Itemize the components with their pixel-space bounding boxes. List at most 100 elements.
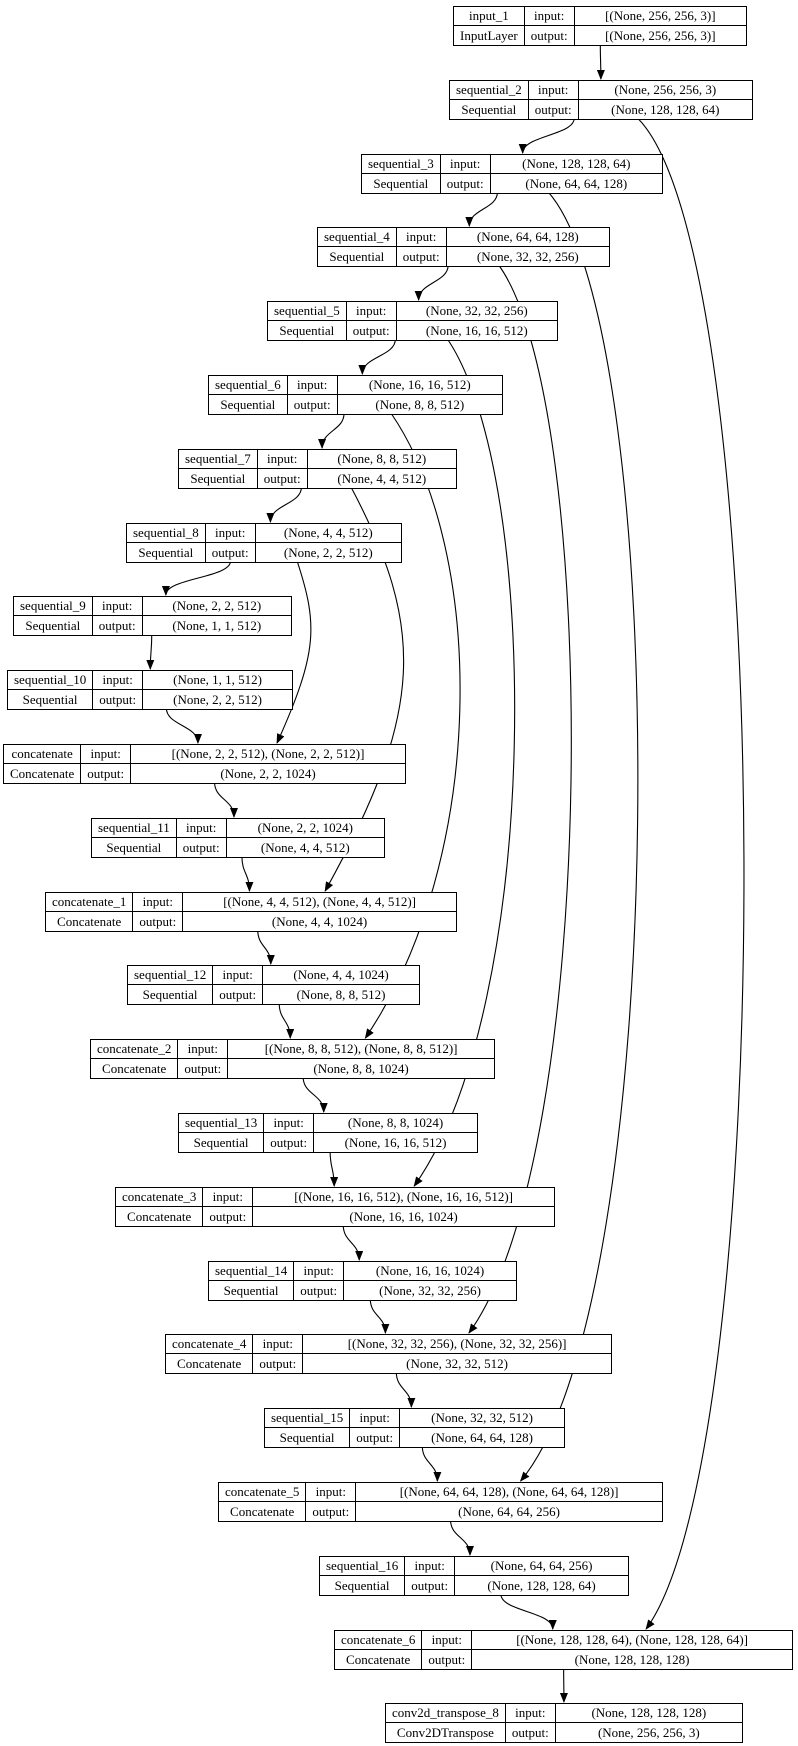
input-label: input: <box>81 745 132 764</box>
output-shape: (None, 128, 128, 128) <box>574 1651 690 1667</box>
input-shape: [(None, 32, 32, 256), (None, 32, 32, 256… <box>303 1335 611 1354</box>
output-label: output: <box>178 1059 229 1078</box>
layer-name: concatenate_5 <box>219 1483 307 1502</box>
layer-name: concatenate_2 <box>91 1040 179 1059</box>
layer-type: Concatenate <box>46 912 134 931</box>
input-label: input: <box>306 1483 357 1502</box>
layer-type: Sequential <box>320 1576 406 1595</box>
output-shape: (None, 2, 2, 512) <box>173 691 262 707</box>
output-shape: (None, 4, 4, 512) <box>260 839 350 855</box>
layer-node-conv2d_transpose_8: conv2d_transpose_8 input: (None, 128, 12… <box>385 1703 743 1743</box>
input-shape: (None, 256, 256, 3) <box>578 81 752 100</box>
output-label: output: <box>203 1207 254 1226</box>
output-shape: (None, 2, 2, 1024) <box>220 765 316 781</box>
layer-type: Sequential <box>362 174 441 193</box>
layer-node-sequential_6: sequential_6 input: (None, 16, 16, 512) … <box>208 375 503 415</box>
layer-node-sequential_7: sequential_7 input: (None, 8, 8, 512) Se… <box>178 449 457 489</box>
output-label: output: <box>213 985 264 1004</box>
layer-name: sequential_8 <box>127 524 206 543</box>
edge-concatenate_4-to-sequential_15 <box>395 1371 416 1408</box>
layer-node-sequential_9: sequential_9 input: (None, 2, 2, 512) Se… <box>13 596 292 636</box>
layer-type: InputLayer <box>454 26 525 45</box>
layer-name: sequential_16 <box>320 1557 406 1576</box>
layer-name: conv2d_transpose_8 <box>386 1704 506 1723</box>
input-shape: [(None, 8, 8, 512), (None, 8, 8, 512)] <box>228 1040 494 1059</box>
output-shape: (None, 8, 8, 512) <box>375 396 465 412</box>
input-label: input: <box>203 1188 254 1207</box>
layer-type: Concatenate <box>335 1650 423 1669</box>
edge-sequential_2-to-concatenate_6 <box>637 117 745 1630</box>
input-shape: (None, 2, 2, 1024) <box>226 819 384 838</box>
output-label: output: <box>133 912 184 931</box>
layer-node-sequential_3: sequential_3 input: (None, 128, 128, 64)… <box>361 154 663 194</box>
layer-type: Concatenate <box>4 764 82 783</box>
input-shape: [(None, 16, 16, 512), (None, 16, 16, 512… <box>253 1188 554 1207</box>
layer-type: Sequential <box>179 1133 265 1152</box>
edge-sequential_12-to-concatenate_2 <box>278 1002 295 1039</box>
input-shape: (None, 4, 4, 1024) <box>263 966 419 985</box>
layer-type: Sequential <box>92 838 177 857</box>
layer-type: Sequential <box>265 1428 351 1447</box>
layer-name: concatenate_6 <box>335 1631 423 1650</box>
output-shape: (None, 64, 64, 128) <box>431 1429 533 1445</box>
input-label: input: <box>205 524 256 543</box>
output-label: output: <box>294 1281 345 1300</box>
output-shape: (None, 2, 2, 512) <box>283 544 373 560</box>
edge-sequential_4-to-concatenate_4 <box>468 264 572 1334</box>
edge-concatenate_1-to-sequential_12 <box>257 929 275 965</box>
output-label: output: <box>258 469 308 488</box>
output-shape: (None, 64, 64, 128) <box>525 175 628 191</box>
input-shape: [(None, 128, 128, 64), (None, 128, 128, … <box>472 1631 792 1650</box>
layer-node-sequential_15: sequential_15 input: (None, 32, 32, 512)… <box>264 1408 565 1448</box>
layer-node-sequential_5: sequential_5 input: (None, 32, 32, 256) … <box>267 301 558 341</box>
output-label: output: <box>206 543 256 562</box>
output-label: output: <box>347 321 397 340</box>
input-shape: (None, 2, 2, 512) <box>142 597 291 616</box>
output-label: output: <box>306 1502 357 1521</box>
input-shape: (None, 1, 1, 512) <box>143 671 292 690</box>
output-shape: (None, 8, 8, 1024) <box>313 1060 409 1076</box>
output-label: output: <box>506 1723 556 1742</box>
layer-type: Concatenate <box>166 1354 254 1373</box>
layer-name: sequential_12 <box>128 966 214 985</box>
layer-node-sequential_4: sequential_4 input: (None, 64, 64, 128) … <box>317 227 610 267</box>
input-label: input: <box>346 302 397 321</box>
edge-sequential_6-to-concatenate_2 <box>364 412 461 1039</box>
output-shape: (None, 256, 256, 3) <box>597 1724 700 1740</box>
output-label: output: <box>93 616 143 635</box>
edge-input_1-to-sequential_2 <box>596 43 605 80</box>
output-shape: (None, 128, 128, 64) <box>487 1577 596 1593</box>
output-label: output: <box>350 1428 401 1447</box>
input-shape: (None, 8, 8, 1024) <box>314 1114 477 1133</box>
layer-type: Sequential <box>179 469 258 488</box>
layer-node-sequential_14: sequential_14 input: (None, 16, 16, 1024… <box>208 1261 517 1301</box>
input-label: input: <box>257 450 308 469</box>
output-shape: (None, 16, 16, 512) <box>344 1134 447 1150</box>
layer-name: sequential_11 <box>92 819 177 838</box>
output-label: output: <box>288 395 338 414</box>
output-shape: (None, 8, 8, 512) <box>296 986 386 1002</box>
input-label: input: <box>505 1704 556 1723</box>
output-label: output: <box>81 764 132 783</box>
input-label: input: <box>524 7 575 26</box>
input-label: input: <box>264 1114 315 1133</box>
layer-node-sequential_16: sequential_16 input: (None, 64, 64, 256)… <box>319 1556 629 1596</box>
layer-name: sequential_5 <box>268 302 347 321</box>
input-shape: [(None, 64, 64, 128), (None, 64, 64, 128… <box>356 1483 662 1502</box>
output-label: output: <box>405 1576 456 1595</box>
input-shape: (None, 8, 8, 512) <box>307 450 456 469</box>
layer-name: sequential_4 <box>318 228 397 247</box>
layer-name: concatenate <box>4 745 82 764</box>
layer-node-concatenate_3: concatenate_3 input: [(None, 16, 16, 512… <box>115 1187 555 1227</box>
input-shape: (None, 128, 128, 64) <box>490 155 662 174</box>
input-shape: (None, 32, 32, 512) <box>400 1409 564 1428</box>
output-label: output: <box>525 26 575 45</box>
edge-sequential_9-to-sequential_10 <box>146 633 155 670</box>
layer-type: Concatenate <box>116 1207 204 1226</box>
output-label: output: <box>529 100 579 119</box>
layer-type: Sequential <box>450 100 529 119</box>
edge-concatenate_5-to-sequential_16 <box>450 1519 474 1556</box>
layer-name: sequential_13 <box>179 1114 265 1133</box>
input-label: input: <box>422 1631 473 1650</box>
edge-sequential_5-to-sequential_6 <box>358 338 396 375</box>
